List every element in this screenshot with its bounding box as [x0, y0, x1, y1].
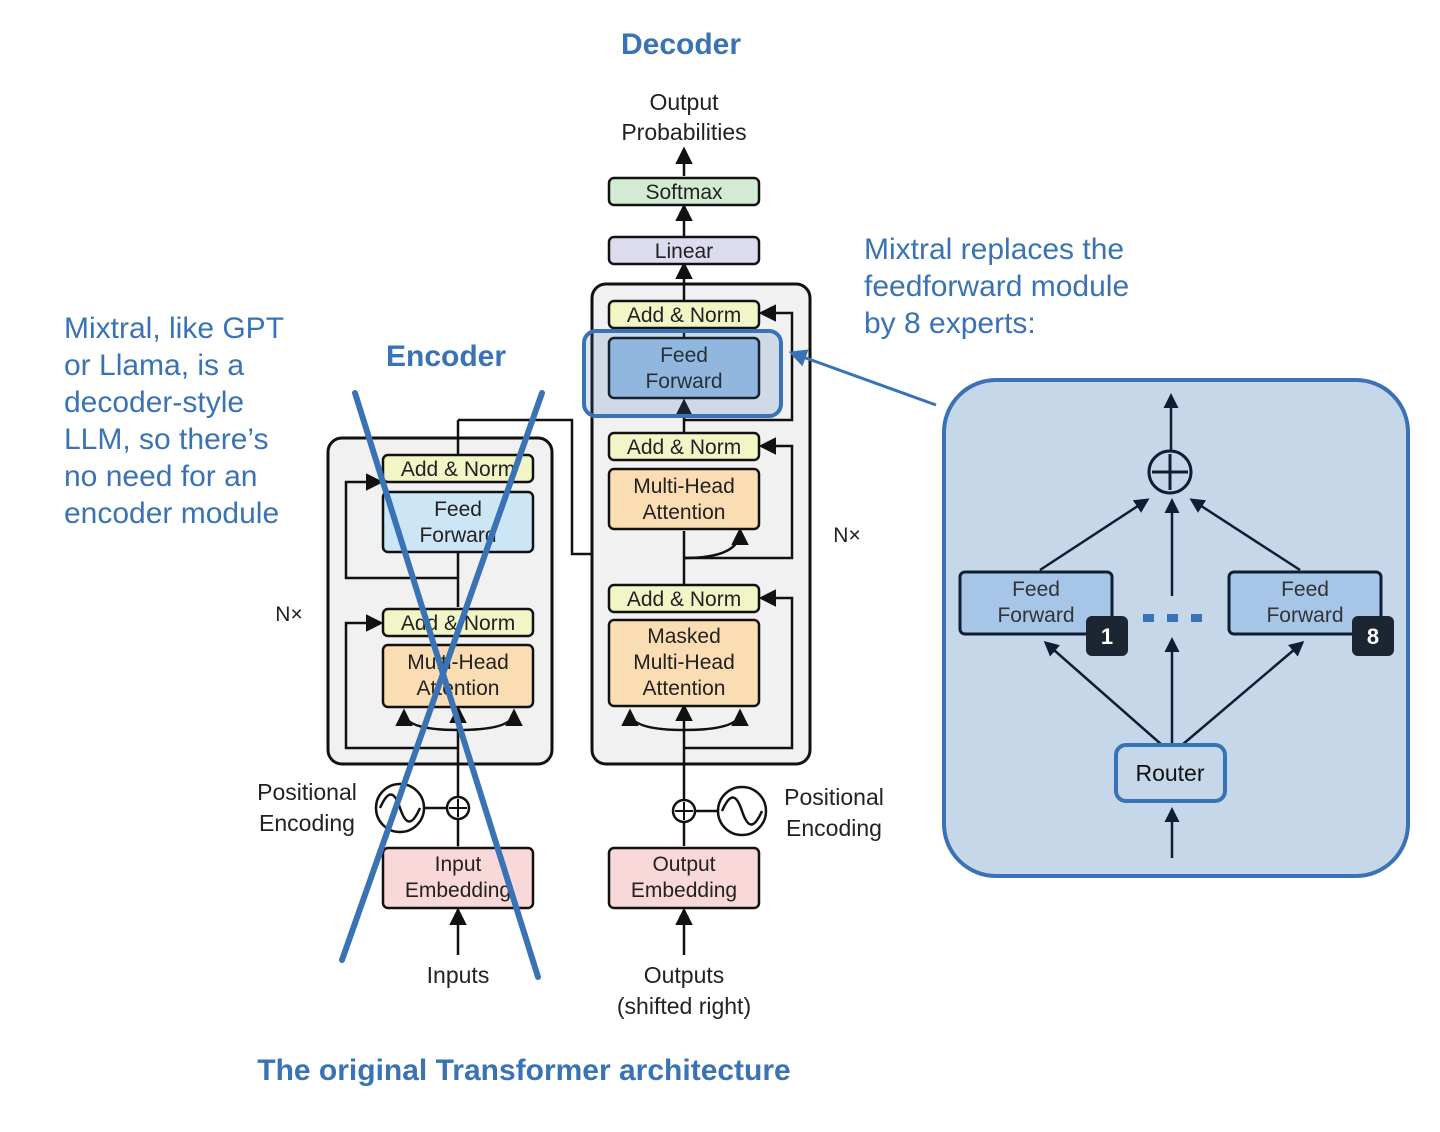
decoder-output-label: Output	[649, 89, 719, 115]
decoder-mha-label: Multi-Head	[633, 475, 735, 498]
decoder-ff-label: Feed	[660, 344, 708, 367]
encoder-stack-frame	[326, 436, 554, 766]
left-note-line: or Llama, is a	[64, 349, 244, 382]
right-note-line: feedforward module	[864, 270, 1129, 303]
decoder-ff-label: Forward	[645, 370, 722, 393]
right-annotation: Mixtral replaces the feedforward module …	[864, 233, 1129, 340]
moe-expert-1-label: Feed	[1012, 578, 1060, 601]
encoder-cross-out-line	[352, 390, 541, 980]
encoder-inputs-label: Inputs	[427, 962, 490, 988]
moe-router	[1114, 743, 1227, 803]
moe-ellipsis	[1143, 614, 1202, 622]
decoder-masked-label: Multi-Head	[633, 651, 735, 674]
moe-panel: Feed Forward 1 Feed Forward 8 Router	[942, 378, 1410, 878]
decoder-pe-label: Encoding	[786, 815, 882, 841]
decoder-column: Output Probabilities Softmax Linear Add …	[582, 89, 884, 1019]
decoder-embedding-label: Output	[652, 853, 715, 876]
moe-expert-8-label: Feed	[1281, 578, 1329, 601]
decoder-pe-label: Positional	[784, 784, 884, 810]
moe-expert-1-label: Forward	[997, 604, 1074, 627]
decoder-nx-label: N×	[833, 524, 860, 547]
encoder-embedding-label: Embedding	[405, 879, 511, 902]
left-note-line: no need for an	[64, 460, 258, 493]
encoder-column: Add & Norm Feed Forward Add & Norm Multi…	[257, 420, 554, 988]
moe-expert-8	[1227, 570, 1383, 636]
decoder-residual-masked	[684, 589, 794, 750]
encoder-mha-label: Attention	[417, 677, 500, 700]
decoder-add-norm-middle	[607, 431, 761, 462]
encoder-residual-attn	[344, 614, 458, 750]
decoder-softmax-label: Softmax	[645, 181, 723, 204]
encoder-multi-head-attention	[381, 643, 535, 709]
decoder-add-norm-top	[607, 299, 761, 330]
decoder-masked-label: Attention	[643, 677, 726, 700]
decoder-ff-highlight	[582, 329, 783, 418]
left-annotation: Mixtral, like GPT or Llama, is a decoder…	[64, 312, 284, 530]
encoder-heading: Encoder	[386, 340, 506, 373]
decoder-feed-forward	[607, 336, 761, 400]
moe-expert-8-badge-label: 8	[1367, 624, 1379, 649]
left-note-line: Mixtral, like GPT	[64, 312, 284, 345]
caption: The original Transformer architecture	[257, 1054, 790, 1087]
decoder-residual-ff	[684, 304, 794, 422]
encoder-residual-ff	[344, 473, 458, 580]
encoder-pe-label: Encoding	[259, 810, 355, 836]
decoder-add-norm-top-label: Add & Norm	[627, 304, 741, 327]
encoder-mha-label: Multi-Head	[407, 651, 509, 674]
decoder-linear	[607, 235, 761, 266]
decoder-outputs-label: Outputs	[644, 962, 725, 988]
decoder-add-norm-bottom	[607, 583, 761, 614]
encoder-add-norm-top	[381, 453, 535, 484]
encoder-nx-label: N×	[275, 603, 302, 626]
right-note-line: Mixtral replaces the	[864, 233, 1124, 266]
right-note-line: by 8 experts:	[864, 307, 1036, 340]
decoder-heading: Decoder	[621, 28, 741, 61]
encoder-embedding-label: Input	[435, 853, 482, 876]
encoder-pe-label: Positional	[257, 779, 357, 805]
callout-arrow	[788, 349, 937, 407]
decoder-mha-label: Attention	[643, 501, 726, 524]
left-note-line: LLM, so there’s	[64, 423, 269, 456]
moe-expert-1	[958, 570, 1114, 636]
encoder-qkv	[395, 708, 459, 732]
moe-expert-1-badge-label: 1	[1101, 624, 1113, 649]
left-note-line: encoder module	[64, 497, 279, 530]
moe-router-label: Router	[1135, 760, 1204, 786]
decoder-linear-label: Linear	[655, 240, 713, 263]
encoder-qkv	[457, 708, 523, 732]
decoder-output-embedding	[607, 846, 761, 910]
decoder-output-label: Probabilities	[621, 119, 746, 145]
decoder-masked-multi-head-attention	[607, 618, 761, 708]
decoder-softmax	[607, 176, 761, 207]
moe-expert-1-badge	[1086, 616, 1128, 656]
decoder-embedding-label: Embedding	[631, 879, 737, 902]
moe-expert-8-badge	[1352, 616, 1394, 656]
decoder-add-norm-middle-label: Add & Norm	[627, 436, 741, 459]
encoder-feed-forward	[381, 490, 535, 554]
moe-panel-background	[942, 378, 1410, 878]
encoder-cross-out-line	[339, 390, 545, 963]
decoder-masked-label: Masked	[647, 625, 721, 648]
decoder-add-norm-bottom-label: Add & Norm	[627, 588, 741, 611]
decoder-multi-head-attention	[607, 467, 761, 531]
encoder-ff-label: Feed	[434, 498, 482, 521]
encoder-ff-label: Forward	[419, 524, 496, 547]
encoder-add-norm-top-label: Add & Norm	[401, 458, 515, 481]
moe-expert-8-label: Forward	[1266, 604, 1343, 627]
decoder-outputs-label: (shifted right)	[617, 993, 751, 1019]
left-note-line: decoder-style	[64, 386, 244, 419]
decoder-residual-cross	[684, 437, 794, 560]
